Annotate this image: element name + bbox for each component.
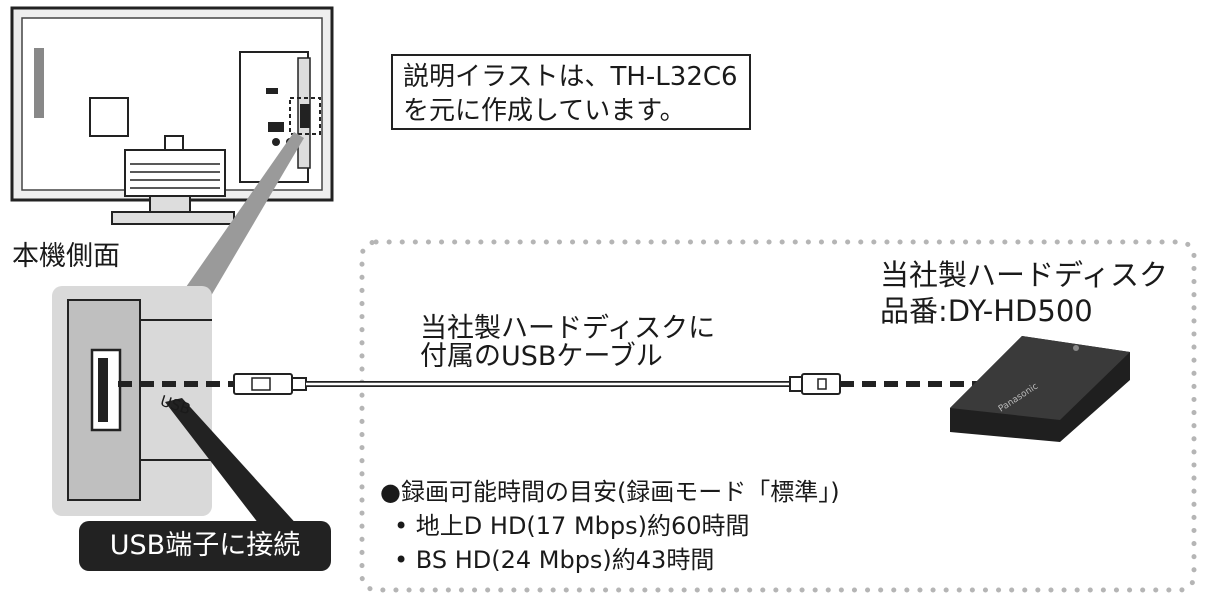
recording-item-2: • BS HD(24 Mbps)約43時間 bbox=[394, 546, 715, 574]
hdd-label-line-1: 当社製ハードディスク bbox=[880, 258, 1168, 292]
note-box: 説明イラストは、TH-L32C6 を元に作成しています。 bbox=[391, 54, 751, 130]
usb-port-zoom-panel bbox=[52, 286, 212, 516]
side-label: 本機側面 bbox=[12, 241, 120, 272]
tv-back-illustration bbox=[10, 6, 334, 225]
zoom-connector bbox=[170, 132, 304, 318]
dotted-region-border bbox=[359, 239, 1197, 593]
recording-heading: ●録画可能時間の目安(録画モード「標準」) bbox=[380, 478, 840, 506]
note-line-1: 説明イラストは、TH-L32C6 bbox=[403, 62, 738, 92]
usb-plug-a bbox=[233, 373, 307, 395]
hdd-label-line-2: 品番:DY-HD500 bbox=[880, 294, 1093, 328]
cable-label-line-1: 当社製ハードディスクに bbox=[420, 313, 716, 344]
usb-plug-micro bbox=[789, 373, 841, 395]
note-line-2: を元に作成しています。 bbox=[403, 96, 686, 126]
usb-connect-label: USB端子に接続 bbox=[79, 521, 331, 571]
cable-label-line-2: 付属のUSBケーブル bbox=[420, 341, 663, 372]
recording-item-1: • 地上D HD(17 Mbps)約60時間 bbox=[394, 512, 750, 540]
pointer-wedge bbox=[165, 398, 300, 528]
hard-disk-illustration bbox=[950, 336, 1130, 442]
